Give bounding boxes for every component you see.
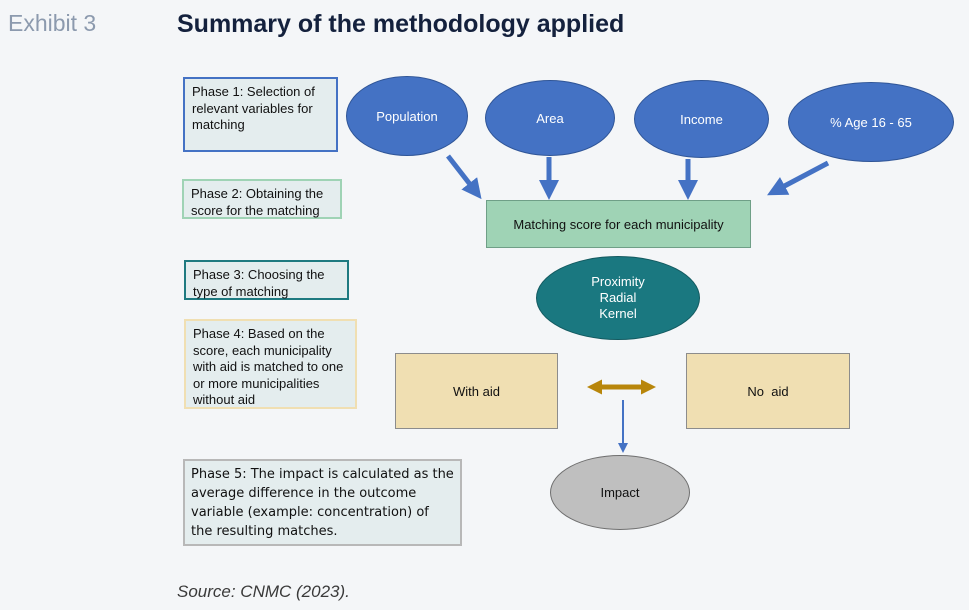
phase-5-line: average difference in the outcome (191, 486, 417, 501)
phase-3-line: type of matching (193, 283, 289, 299)
impact-oval: Impact (550, 455, 690, 530)
page-title: Summary of the methodology applied (177, 10, 625, 38)
matching-type-label: Proximity (591, 274, 645, 289)
phase-5-line: variable (example: concentration) of (191, 505, 429, 520)
variable-label: Population (376, 108, 438, 124)
phase-4-box: Phase 4: Based on the score, each munici… (184, 319, 357, 409)
no-aid-box: No aid (686, 353, 850, 429)
variable-label: Income (680, 111, 723, 127)
phase-4-line: with aid is matched to one (193, 359, 344, 374)
phase-4-line: or more municipalities (193, 375, 320, 391)
phase-5-line: the resulting matches. (191, 524, 338, 539)
phase-3-line: Phase 3: Choosing the (193, 267, 325, 282)
variable-oval-income: Income (634, 80, 769, 158)
matching-score-box: Matching score for each municipality (486, 200, 751, 248)
phase-3-box: Phase 3: Choosing the type of matching (184, 260, 349, 300)
variable-label: Area (536, 110, 564, 126)
arrow-age (767, 160, 830, 196)
exhibit-label: Exhibit 3 (8, 10, 97, 36)
variable-oval-age: % Age 16 - 65 (788, 82, 954, 162)
variable-label: % Age 16 - 65 (830, 114, 912, 130)
with-aid-label: With aid (453, 383, 500, 399)
with-aid-box: With aid (395, 353, 558, 429)
phase-1-line: matching (192, 117, 245, 132)
phase-4-line: Phase 4: Based on the (193, 326, 325, 341)
matching-score-label: Matching score for each municipality (513, 216, 724, 232)
phase-5-box: Phase 5: The impact is calculated as the… (183, 459, 462, 546)
matching-type-oval: Proximity Radial Kernel (536, 256, 700, 340)
phase-1-box: Phase 1: Selection of relevant variables… (183, 77, 338, 152)
impact-label: Impact (600, 485, 640, 500)
phase-4-line: without aid (193, 392, 256, 407)
phase-1-line: Phase 1: Selection of (192, 84, 315, 99)
matching-type-label: Radial (599, 290, 637, 305)
phase-1-line: relevant variables for (192, 100, 313, 116)
variable-oval-population: Population (346, 76, 468, 156)
phase-2-line: score for the matching (191, 202, 320, 218)
no-aid-label: No aid (747, 383, 789, 399)
phase-2-line: Phase 2: Obtaining the (191, 186, 324, 201)
phase-2-box: Phase 2: Obtaining the score for the mat… (182, 179, 342, 219)
source-note: Source: CNMC (2023). (177, 582, 350, 601)
matching-type-label: Kernel (599, 306, 637, 321)
arrow-population (446, 154, 482, 200)
phase-4-line: score, each municipality (193, 342, 332, 358)
variable-oval-area: Area (485, 80, 615, 156)
phase-5-line: Phase 5: The impact is calculated as the (191, 467, 454, 482)
